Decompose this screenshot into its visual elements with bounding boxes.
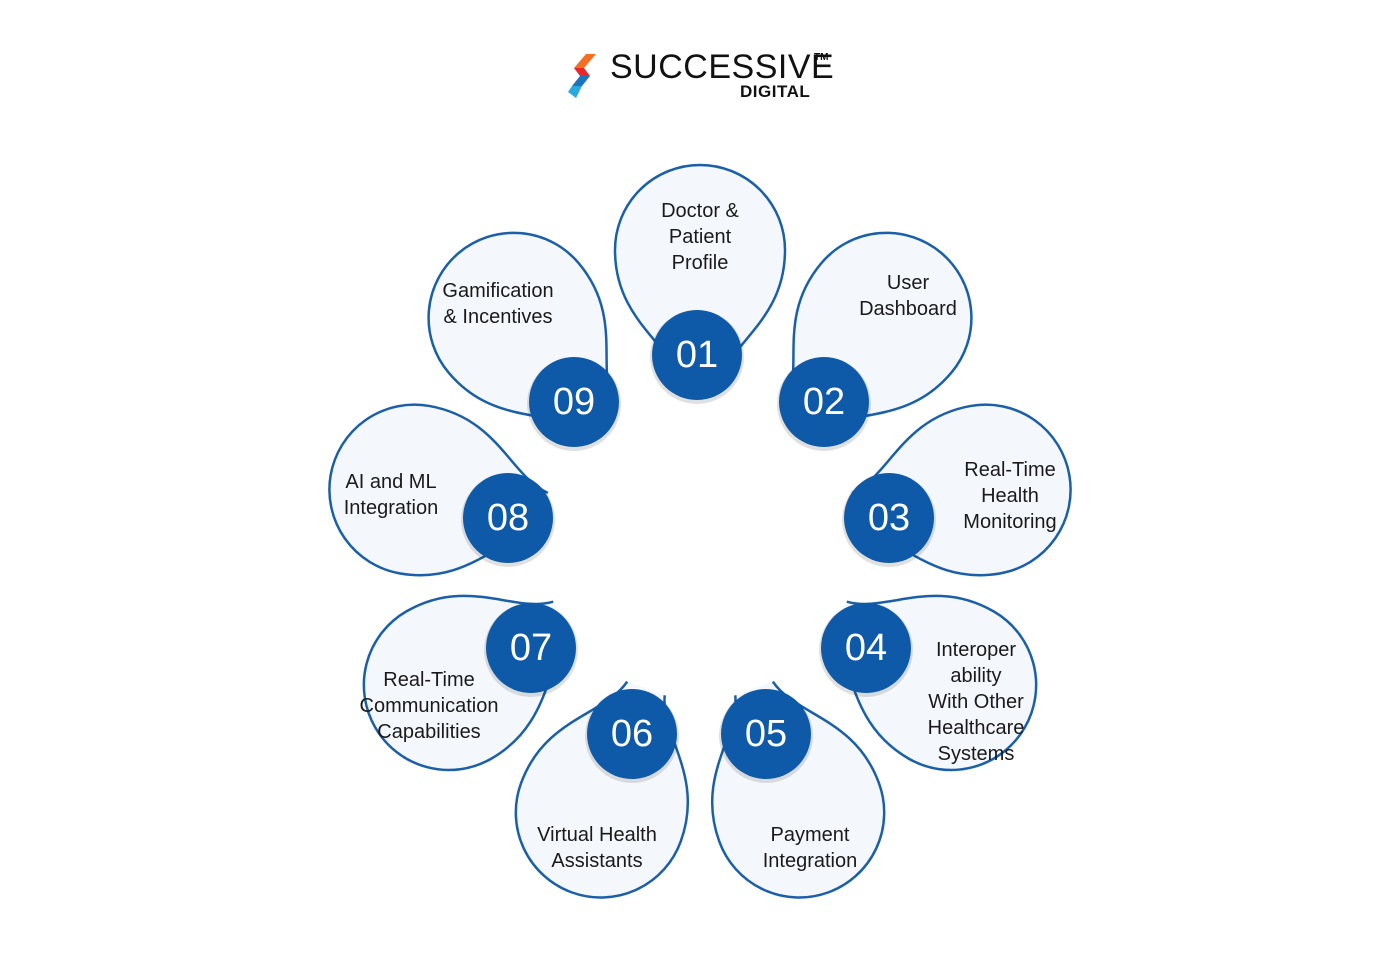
- petal-label-line: Communication: [360, 695, 499, 717]
- number-badge-06: 06: [585, 689, 679, 783]
- badge-circle: [821, 603, 911, 693]
- badge-circle: [463, 473, 553, 563]
- petal-label-line: Integration: [344, 497, 439, 519]
- petal-label-line: & Incentives: [444, 306, 553, 328]
- brand-trademark: TM: [814, 52, 829, 63]
- badge-circle: [486, 603, 576, 693]
- badge-circle: [529, 357, 619, 447]
- petal-label-line: Virtual Health: [537, 824, 657, 846]
- brand-name: SUCCESSIVE: [610, 48, 835, 86]
- badge-number: 08: [487, 497, 529, 539]
- petal-label-line: Profile: [672, 252, 729, 274]
- successive-logo-mark-icon: [568, 54, 596, 98]
- petal-label-line: Real-Time: [964, 459, 1056, 481]
- petal-label-line: ability: [950, 665, 1001, 687]
- brand-subtitle: DIGITAL: [740, 82, 811, 101]
- badge-number: 02: [803, 381, 845, 423]
- number-badge-05: 05: [719, 689, 813, 783]
- badge-number: 06: [611, 713, 653, 755]
- number-badge-09: 09: [527, 357, 621, 451]
- badge-circle: [587, 689, 677, 779]
- petal-label-line: With Other: [928, 691, 1024, 713]
- petal-label-line: Dashboard: [859, 298, 957, 320]
- petal-label-line: Healthcare: [928, 717, 1025, 739]
- badge-number: 05: [745, 713, 787, 755]
- petal-label-line: Capabilities: [377, 721, 480, 743]
- petal-label-line: Health: [981, 485, 1039, 507]
- petal-label-line: AI and ML: [345, 471, 436, 493]
- petal-label-line: Assistants: [551, 850, 642, 872]
- badge-number: 01: [676, 334, 718, 376]
- petal-label-09: Gamification & Incentives: [442, 280, 553, 328]
- circles-layer: 01 02 03 04 05 06 07 08 09: [461, 310, 936, 783]
- number-badge-04: 04: [819, 603, 913, 697]
- petal-label-line: Patient: [669, 226, 732, 248]
- number-badge-07: 07: [484, 603, 578, 697]
- petal-label-line: Systems: [938, 743, 1015, 765]
- number-badge-03: 03: [842, 473, 936, 567]
- number-badge-01: 01: [650, 310, 744, 404]
- badge-circle: [652, 310, 742, 400]
- badge-circle: [779, 357, 869, 447]
- petal-label-line: Doctor &: [661, 200, 739, 222]
- petal-label-line: Real-Time: [383, 669, 475, 691]
- petal-label-line: Gamification: [442, 280, 553, 302]
- badge-number: 03: [868, 497, 910, 539]
- petal-label-line: Payment: [771, 824, 850, 846]
- petal-label-line: User: [887, 272, 930, 294]
- badge-number: 04: [845, 627, 887, 669]
- petal-label-line: Interoper: [936, 639, 1016, 661]
- badge-circle: [844, 473, 934, 563]
- number-badge-02: 02: [777, 357, 871, 451]
- petal-label-line: Monitoring: [963, 511, 1056, 533]
- petal-01: [613, 163, 787, 383]
- petal-label-08: AI and ML Integration: [344, 471, 439, 519]
- petal-label-line: Integration: [763, 850, 858, 872]
- badge-circle: [721, 689, 811, 779]
- badge-number: 07: [510, 627, 552, 669]
- badge-number: 09: [553, 381, 595, 423]
- number-badge-08: 08: [461, 473, 555, 567]
- brand-logo: SUCCESSIVE TM DIGITAL: [568, 48, 838, 104]
